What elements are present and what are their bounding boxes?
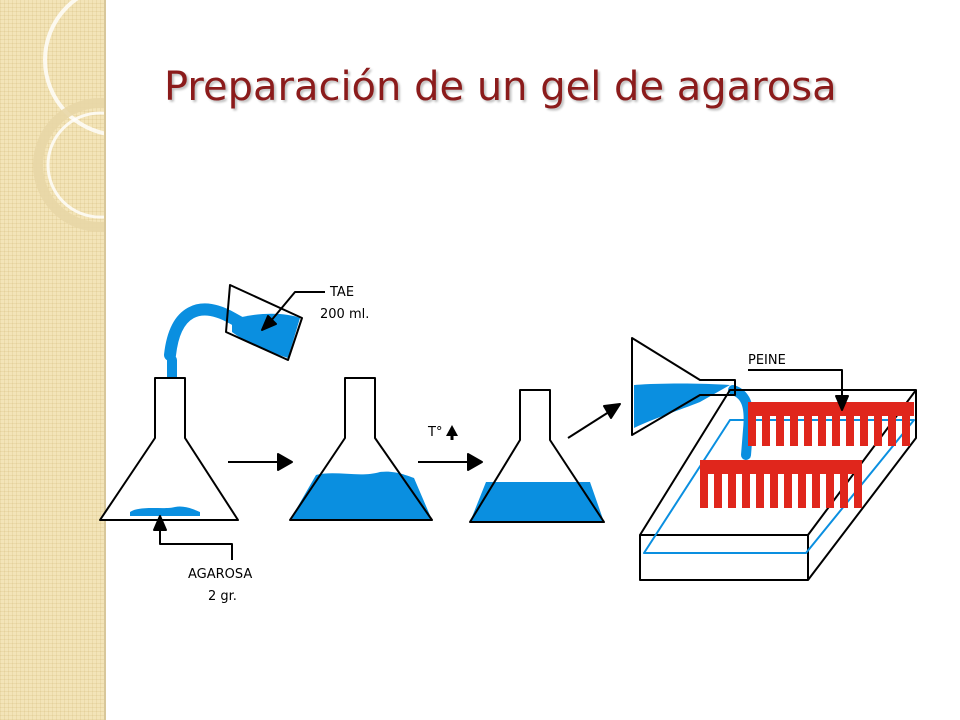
tae-label: TAE <box>329 285 354 300</box>
peine-pointer <box>748 369 849 411</box>
comb-back <box>748 402 914 446</box>
flask-heated <box>469 389 605 523</box>
pouring-beaker <box>164 284 303 390</box>
peine-label: PEINE <box>748 353 786 368</box>
agarosa-amount-label: 2 gr. <box>208 589 237 604</box>
decorative-rings <box>33 0 104 232</box>
tae-volume-label: 200 ml. <box>320 307 369 322</box>
process-arrow-3 <box>567 403 621 439</box>
agarosa-label: AGAROSA <box>188 567 252 582</box>
flask-with-solution <box>289 377 433 521</box>
up-triangle-icon <box>446 425 458 436</box>
slide-title: Preparación de un gel de agarosa <box>164 64 837 110</box>
flask-agarose <box>99 377 239 521</box>
comb-front <box>700 460 862 508</box>
process-arrow-2 <box>418 453 483 471</box>
decorative-side-band <box>0 0 106 720</box>
pouring-funnel <box>631 337 754 460</box>
agarosa-pointer <box>153 515 233 560</box>
process-arrow-1 <box>228 453 293 471</box>
temperature-label: T° <box>427 425 442 440</box>
tae-pointer <box>261 291 325 331</box>
